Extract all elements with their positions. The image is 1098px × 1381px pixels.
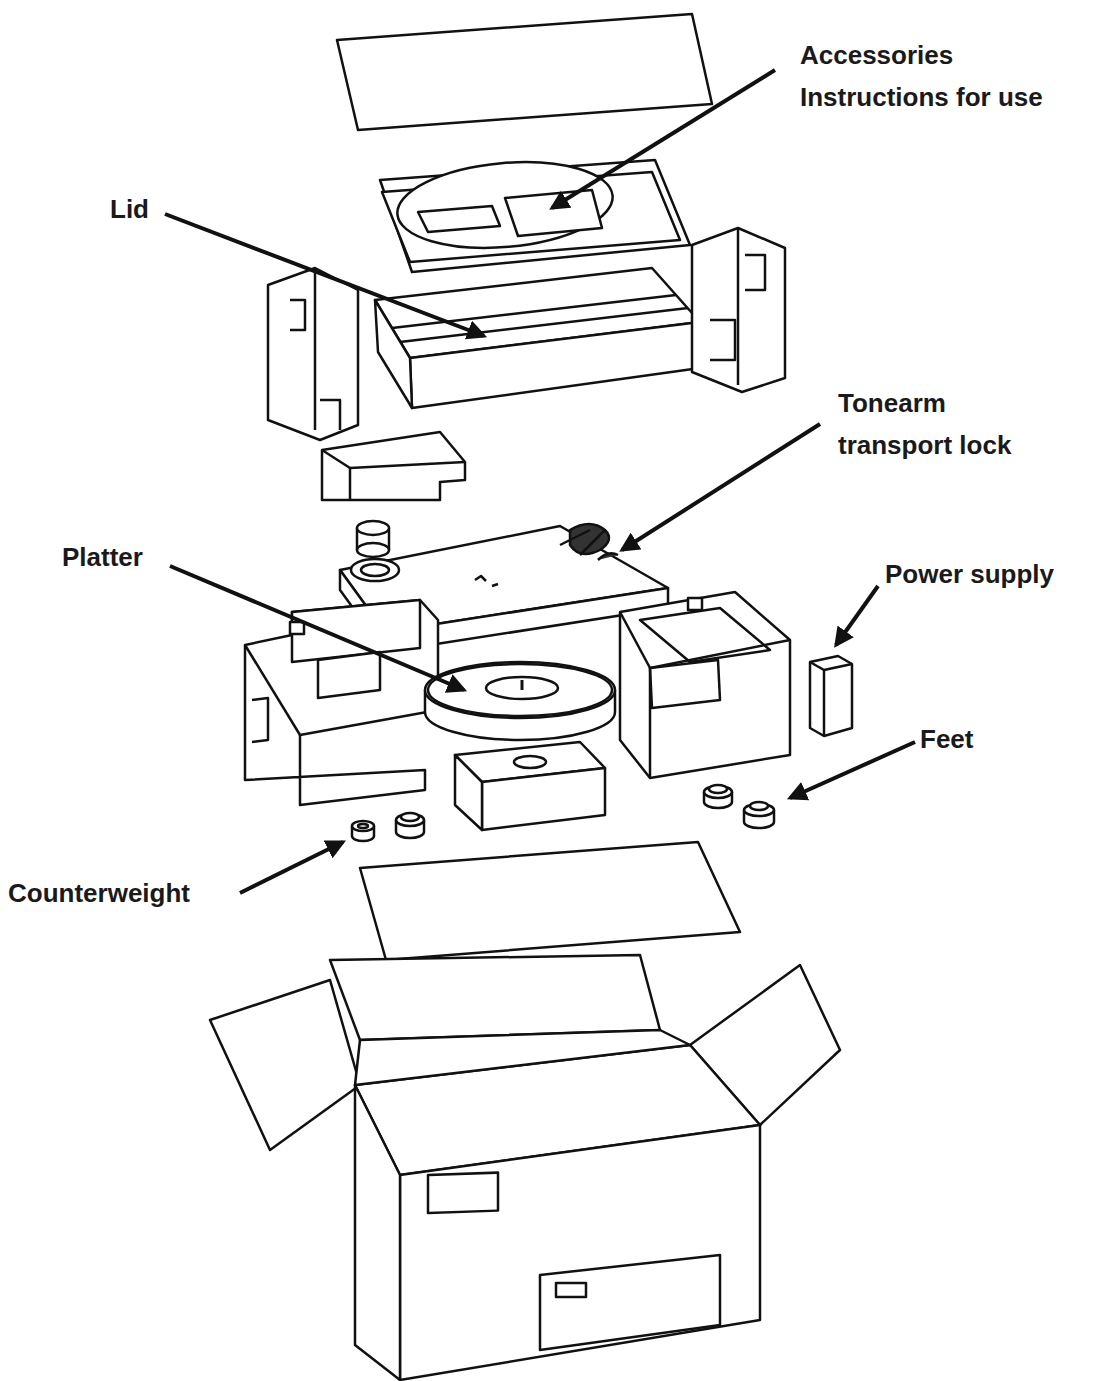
cardboard-box-part [556, 1283, 586, 1297]
lower-foam-cradle-part [292, 600, 420, 662]
platter [425, 662, 615, 740]
leader-arrow [170, 566, 464, 690]
leader-arrows [165, 70, 915, 893]
lower-foam-cradle-part [252, 698, 268, 742]
foam-bracket-part [350, 462, 465, 468]
right-foam-end-part [737, 228, 740, 385]
turntable-plinth-part [351, 559, 399, 581]
left-foam-end-part [320, 400, 340, 430]
callout-label: Platter [62, 536, 143, 578]
callout-label: Lid [110, 188, 149, 230]
counterweight-part [358, 824, 368, 828]
platter-part [486, 677, 558, 699]
callout-label: Feet [920, 718, 973, 760]
platter-part [521, 680, 524, 690]
right-foam-end-part [692, 228, 785, 392]
cardboard-box-part [400, 1125, 760, 1380]
counterweight [352, 821, 374, 841]
callout-label: Counterweight [8, 872, 190, 914]
platter-foam-block-part [514, 756, 546, 768]
left-foam-end [268, 268, 358, 440]
lower-foam-cradle-part [245, 645, 300, 735]
feet-part [709, 785, 727, 793]
accessories-tray-part [418, 206, 500, 232]
right-foam-end-part [745, 255, 765, 290]
platter-foam-block-part [455, 755, 482, 830]
turntable-plinth-part [361, 564, 389, 576]
foam-bracket-part [322, 450, 350, 468]
platter-part [428, 664, 612, 716]
top-sheet [337, 14, 712, 130]
feet-part [396, 814, 424, 826]
cardboard-box-part [428, 1173, 498, 1213]
leader-arrow [165, 214, 484, 336]
power-supply-box-part [824, 664, 852, 670]
lower-foam-cradle-part [620, 612, 650, 668]
left-foam-end-part [290, 300, 305, 330]
lower-foam-cradle-part [245, 600, 438, 805]
right-foam-end-part [710, 320, 735, 360]
callout-label: Tonearm transport lock [838, 382, 1053, 466]
feet-part [750, 802, 768, 810]
leader-arrow [622, 424, 820, 550]
feet [396, 785, 774, 838]
turntable-plinth-part [560, 524, 618, 560]
lower-foam-cradle-part [640, 608, 770, 662]
cardboard-box-part [355, 1030, 690, 1085]
feet-part [704, 786, 732, 798]
turntable-plinth-part [357, 521, 389, 535]
lower-foam-cradle-part [649, 668, 652, 778]
cardboard-box-part [210, 980, 360, 1150]
foam-bracket [322, 432, 465, 500]
accessories-tray [380, 154, 690, 272]
power-supply-box-part [810, 662, 824, 670]
callout-label: Accessories Instructions for use [800, 34, 1090, 118]
leader-arrow [240, 842, 343, 893]
leader-arrow [790, 742, 915, 798]
platter-foam-block-part [482, 768, 605, 830]
platter-foam-block [455, 742, 605, 830]
foam-bracket-part [322, 432, 465, 500]
cardboard-box [210, 955, 840, 1380]
power-supply-box-part [823, 670, 826, 736]
lid-box-part [392, 295, 676, 328]
cardboard-box-part [355, 1085, 400, 1380]
platter-part [425, 662, 615, 718]
feet-part [401, 813, 419, 821]
lower-foam-cradle-part [318, 652, 380, 698]
cardboard-box-part [330, 955, 660, 1040]
lid-box-part [375, 300, 412, 408]
power-supply-box-part [810, 656, 852, 736]
turntable-plinth-part [475, 576, 498, 586]
right-foam-end [692, 228, 785, 392]
cardboard-box-part [540, 1255, 720, 1350]
leader-arrow [552, 70, 775, 208]
accessories-tray-part [505, 190, 602, 236]
foam-bracket-part [349, 468, 352, 500]
power-supply-box [810, 656, 852, 736]
top-sheet-part [337, 14, 712, 130]
lower-foam-cradle [245, 592, 790, 805]
callout-label: Power supply [885, 553, 1054, 595]
lower-foam-cradle-part [650, 660, 720, 708]
lid-box-part [400, 308, 688, 342]
lower-foam-cradle-part [650, 640, 790, 668]
lower-foam-cradle-part [620, 592, 790, 778]
leader-arrow [836, 586, 878, 645]
lid-box [375, 268, 700, 408]
bottom-sheet-part [360, 842, 740, 960]
lower-foam-cradle-part [688, 598, 702, 610]
left-foam-end-part [268, 268, 358, 440]
turntable-plinth-part [357, 543, 389, 557]
counterweight-part [352, 821, 374, 831]
bottom-sheet [360, 842, 740, 960]
accessories-tray-part [394, 154, 616, 257]
left-foam-end-part [314, 268, 317, 430]
